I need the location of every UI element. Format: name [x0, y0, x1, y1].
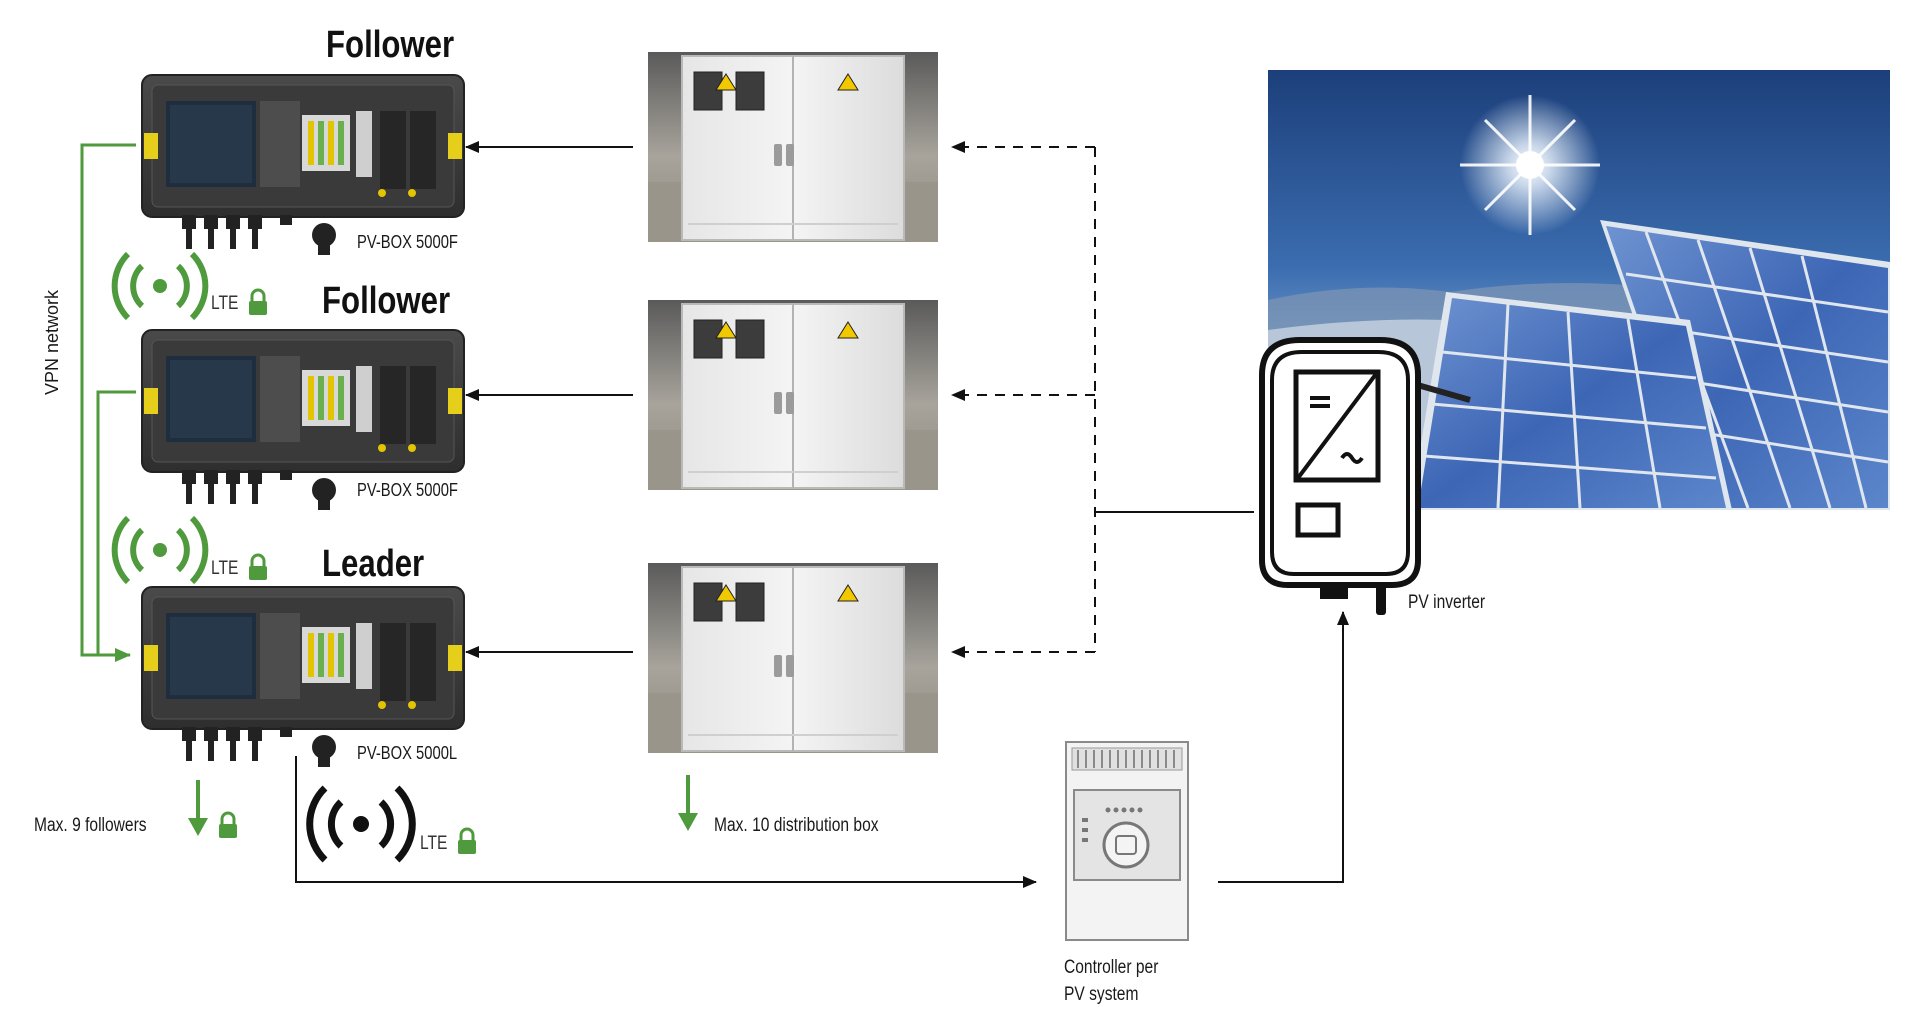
pvbox-leader — [141, 586, 465, 768]
solar-panel-photo — [1268, 70, 1890, 510]
lock-icon — [247, 553, 269, 582]
lte-label: LTE — [211, 293, 239, 314]
dashed-feed-lines — [951, 141, 1096, 658]
signal-icon — [306, 785, 416, 863]
signal-icon — [115, 518, 206, 582]
max-followers-label: Max. 9 followers — [34, 815, 147, 836]
arrow-down-icon — [188, 780, 208, 836]
model-label-follower-1: PV-BOX 5000F — [357, 232, 458, 252]
lock-icon — [247, 288, 269, 317]
vpn-network-label: VPN network — [42, 289, 62, 395]
controller-label-line2: PV system — [1064, 984, 1139, 1005]
node-title-follower-1: Follower — [326, 24, 455, 66]
controller-icon — [1065, 741, 1189, 941]
node-title-leader: Leader — [322, 543, 425, 585]
cabinet-to-box-arrows — [465, 141, 633, 658]
node-title-follower-2: Follower — [322, 280, 451, 322]
pvbox-follower-1 — [141, 74, 465, 256]
distribution-cabinet-icon — [647, 51, 939, 243]
vpn-network-lines — [80, 143, 136, 662]
lock-icon — [217, 811, 239, 840]
distribution-cabinet-icon — [647, 299, 939, 491]
arrow-down-icon — [678, 775, 698, 831]
lte-label: LTE — [211, 558, 239, 579]
controller-label-line1: Controller per — [1064, 957, 1159, 978]
signal-icon — [115, 254, 206, 318]
model-label-follower-2: PV-BOX 5000F — [357, 480, 458, 500]
distribution-cabinet-icon — [647, 562, 939, 754]
max-distribution-label: Max. 10 distribution box — [714, 815, 879, 836]
solar-panel-icon — [1410, 292, 1732, 510]
inverter-label: PV inverter — [1408, 592, 1486, 613]
model-label-leader: PV-BOX 5000L — [357, 743, 458, 763]
solar-panel-icon — [1600, 220, 1890, 510]
control-path — [295, 611, 1349, 888]
inverter-icon — [1259, 337, 1421, 615]
lte-label: LTE — [420, 833, 448, 854]
lock-icon — [456, 827, 478, 856]
